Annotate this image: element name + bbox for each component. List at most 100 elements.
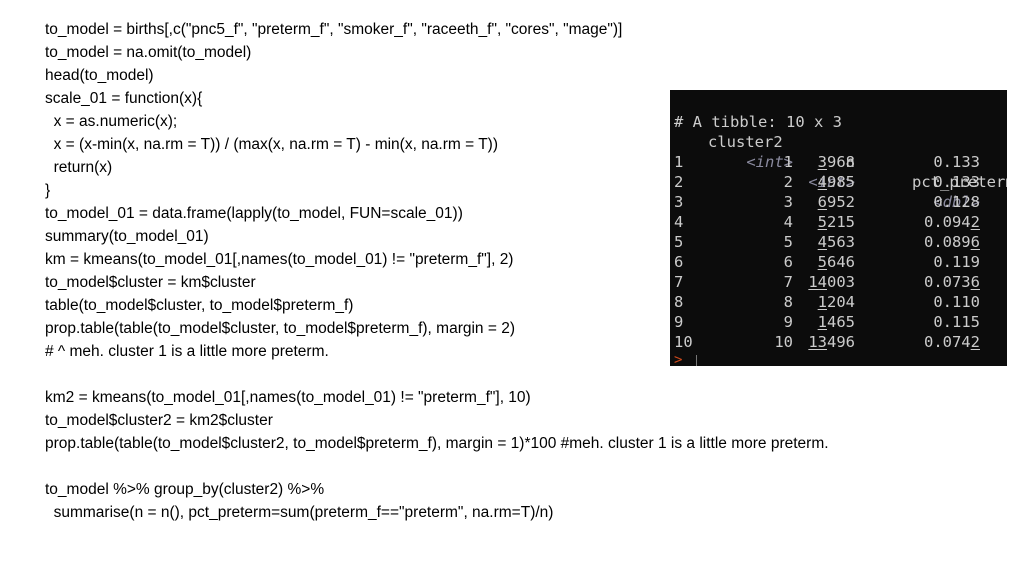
code-line: return(x) [45, 159, 113, 176]
cell-n-rest: 204 [827, 293, 855, 311]
console-prompt[interactable]: > [674, 352, 683, 366]
cell-n: 1465 [797, 312, 855, 332]
col-type-pct-preterm: <dbl> [933, 193, 980, 211]
code-line: head(to_model) [45, 67, 154, 84]
cell-pct-preterm: 0.133 [918, 172, 980, 192]
cell-n: 5215 [797, 212, 855, 232]
code-line: # ^ meh. cluster 1 is a little more pret… [45, 343, 329, 360]
cell-n: 5646 [797, 252, 855, 272]
cell-cluster2: 4 [783, 213, 793, 231]
cell-pct-preterm: 0.0942 [918, 212, 980, 232]
cell-pct-main: 0.133 [933, 153, 980, 171]
cell-pct-preterm: 0.128 [918, 192, 980, 212]
cell-cluster2: 8 [783, 293, 793, 311]
cell-n-rest: 215 [827, 213, 855, 231]
col-type-n: <int> [808, 173, 855, 191]
col-name-n: n [845, 153, 855, 171]
cell-n-significant-digits: 1 [817, 313, 827, 331]
cell-pct-preterm: 0.0896 [918, 232, 980, 252]
row-index: 8 [674, 293, 684, 311]
code-block-kmeans-2: to_model = births[,c("pnc5_f", "preterm_… [45, 18, 905, 363]
cell-n: 14003 [797, 272, 855, 292]
cell-pct-significant-digit: 2 [970, 333, 980, 351]
cell-pct-preterm: 0.119 [918, 252, 980, 272]
cell-cluster2: 1 [783, 153, 793, 171]
console-cursor [696, 355, 697, 366]
row-index: 3 [674, 193, 684, 211]
cell-n-rest: 496 [827, 333, 855, 351]
cell-cluster2: 9 [783, 313, 793, 331]
cell-cluster2: 10 [774, 333, 793, 351]
r-console-output: # A tibble: 10 x 3 cluster2 n pct_preter… [670, 90, 1007, 366]
cell-n: 1204 [797, 292, 855, 312]
cell-cluster2: 3 [783, 193, 793, 211]
cell-n-significant-digits: 5 [817, 253, 827, 271]
cell-pct-main: 0.094 [923, 213, 971, 231]
cell-n: 3968 [797, 152, 855, 172]
code-line: to_model = na.omit(to_model) [45, 44, 252, 61]
code-line: to_model$cluster = km$cluster [45, 274, 256, 291]
cell-n-rest: 646 [827, 253, 855, 271]
cell-n: 4985 [797, 172, 855, 192]
code-line: scale_01 = function(x){ [45, 90, 203, 107]
row-index: 5 [674, 233, 684, 251]
tibble-header: # A tibble: 10 x 3 [674, 92, 1007, 131]
cell-n-rest: 003 [827, 273, 855, 291]
code-line: x = as.numeric(x); [45, 113, 178, 130]
code-line: km2 = kmeans(to_model_01[,names(to_model… [45, 389, 531, 406]
col-type-cluster2: <int> [746, 153, 793, 171]
code-line: summarise(n = n(), pct_preterm=sum(prete… [45, 504, 554, 521]
row-index: 6 [674, 253, 684, 271]
cell-pct-main: 0.074 [923, 333, 971, 351]
cell-cluster2: 2 [783, 173, 793, 191]
col-name-cluster2: cluster2 [708, 133, 783, 151]
cell-pct-main: 0.128 [933, 193, 980, 211]
cell-cluster2: 5 [783, 233, 793, 251]
cell-pct-preterm: 0.0736 [918, 272, 980, 292]
row-index: 9 [674, 313, 684, 331]
row-index: 10 [674, 333, 693, 351]
code-line: to_model$cluster2 = km2$cluster [45, 412, 273, 429]
code-line: summary(to_model_01) [45, 228, 209, 245]
blank-line [45, 363, 905, 386]
cell-n-significant-digits: 1 [817, 293, 827, 311]
row-index: 7 [674, 273, 684, 291]
code-line: } [45, 182, 51, 199]
cell-pct-preterm: 0.115 [918, 312, 980, 332]
cell-pct-preterm: 0.110 [918, 292, 980, 312]
cell-n: 6952 [797, 192, 855, 212]
cell-n-significant-digits: 4 [817, 173, 827, 191]
row-index: 1 [674, 153, 684, 171]
code-line: prop.table(table(to_model$cluster2, to_m… [45, 435, 829, 452]
code-line: to_model %>% group_by(cluster2) %>% [45, 481, 325, 498]
cell-pct-main: 0.089 [923, 233, 971, 251]
row-index: 2 [674, 173, 684, 191]
cell-pct-main: 0.115 [933, 313, 980, 331]
cell-n-rest: 563 [827, 233, 855, 251]
cell-n-significant-digits: 14 [808, 273, 827, 291]
cell-n-rest: 985 [827, 173, 855, 191]
cell-n: 13496 [797, 332, 855, 352]
cell-pct-main: 0.133 [933, 173, 980, 191]
code-block-kmeans-10: km2 = kmeans(to_model_01[,names(to_model… [45, 386, 905, 455]
cell-n: 4563 [797, 232, 855, 252]
cell-pct-preterm: 0.0742 [918, 332, 980, 352]
column-types-row: <int> <int> <dbl> [674, 132, 1007, 211]
cell-n-rest: 465 [827, 313, 855, 331]
code-line: km = kmeans(to_model_01[,names(to_model_… [45, 251, 514, 268]
code-block-summarise: to_model %>% group_by(cluster2) %>% summ… [45, 478, 905, 524]
code-line: prop.table(table(to_model$cluster, to_mo… [45, 320, 515, 337]
blank-line [45, 455, 905, 478]
cell-n-rest: 968 [827, 153, 855, 171]
row-index: 4 [674, 213, 684, 231]
code-line: to_model = births[,c("pnc5_f", "preterm_… [45, 21, 623, 38]
code-text: to_model = births[,c("pnc5_f", "preterm_… [45, 18, 905, 524]
code-line: to_model_01 = data.frame(lapply(to_model… [45, 205, 463, 222]
